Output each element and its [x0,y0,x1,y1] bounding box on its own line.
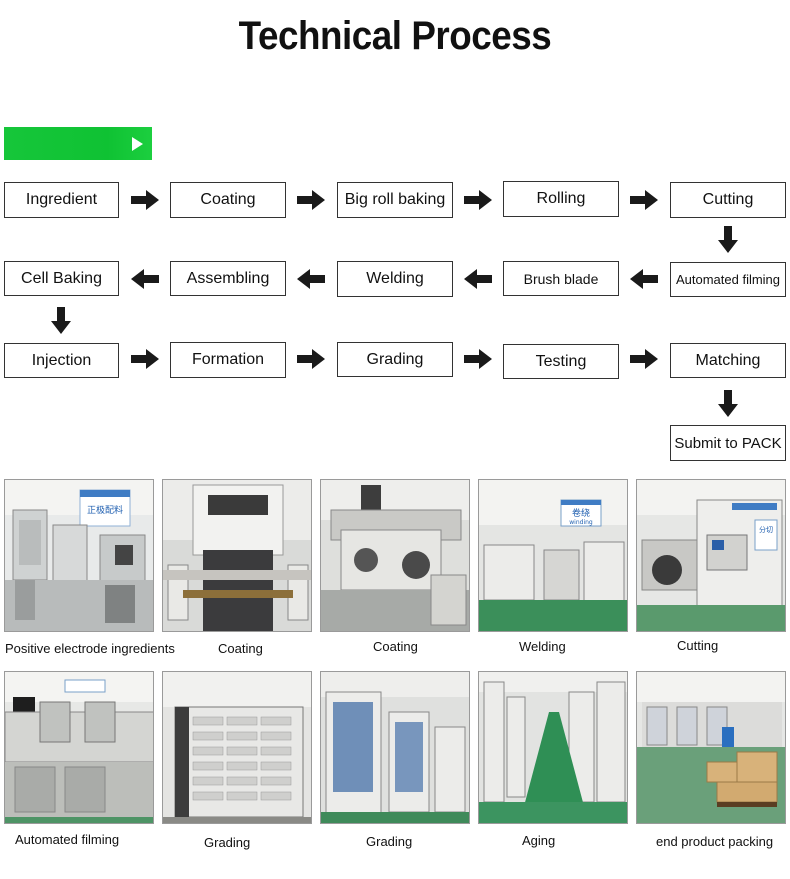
caption: Welding [519,639,566,654]
step-big-roll-baking: Big roll baking [337,182,453,218]
photo-coating [320,479,470,632]
photo-grading [162,671,312,824]
step-coating: Coating [170,182,286,218]
arrow-right-icon [630,190,658,210]
photo-sign-text: 卷绕 [572,507,590,519]
caption: Coating [373,639,418,654]
photo-coating [162,479,312,632]
photo-sign-subtext: winding [569,519,593,526]
play-icon [132,137,143,151]
arrow-right-icon [297,349,325,369]
step-automated-filming: Automated filming [670,262,786,297]
step-assembling: Assembling [170,261,286,296]
photo-cutting: 分切 [636,479,786,632]
caption: Cutting [677,638,719,653]
caption: Aging [522,833,556,848]
step-matching: Matching [670,343,786,378]
photo-grading [320,671,470,824]
caption: Coating [218,641,263,656]
photo-sign-text: 正极配料 [87,504,123,516]
step-testing: Testing [503,344,619,379]
arrow-down-icon [718,226,738,253]
arrow-right-icon [464,349,492,369]
arrow-right-icon [131,190,159,210]
arrow-right-icon [297,190,325,210]
photo-aging [478,671,628,824]
caption: end product packing [656,834,774,849]
photo-automated-filming [4,671,154,824]
photo-welding: 卷绕 winding [478,479,628,632]
photo-end-product-packing [636,671,786,824]
step-cell-baking: Cell Baking [4,261,119,296]
step-ingredient: Ingredient [4,182,119,218]
step-brush-blade: Brush blade [503,261,619,296]
arrow-down-icon [718,390,738,417]
arrow-right-icon [630,349,658,369]
photo-positive-electrode-ingredients: 正极配料 [4,479,154,632]
caption: Grading [204,835,251,850]
step-grading: Grading [337,342,453,377]
step-rolling: Rolling [503,181,619,217]
caption: Positive electrode ingredients [5,641,175,656]
arrow-left-icon [297,269,325,289]
photo-sign-text: 分切 [759,525,773,534]
step-injection: Injection [4,343,119,378]
step-formation: Formation [170,342,286,378]
arrow-down-icon [51,307,71,334]
arrow-right-icon [131,349,159,369]
caption: Automated filming [15,832,120,847]
step-cutting: Cutting [670,182,786,218]
step-welding: Welding [337,261,453,297]
step-submit-to-pack: Submit to PACK [670,425,786,461]
arrow-left-icon [464,269,492,289]
arrow-left-icon [630,269,658,289]
caption: Grading [366,834,413,849]
arrow-left-icon [131,269,159,289]
page-title: Technical Process [238,14,552,58]
section-banner [4,127,152,160]
arrow-right-icon [464,190,492,210]
